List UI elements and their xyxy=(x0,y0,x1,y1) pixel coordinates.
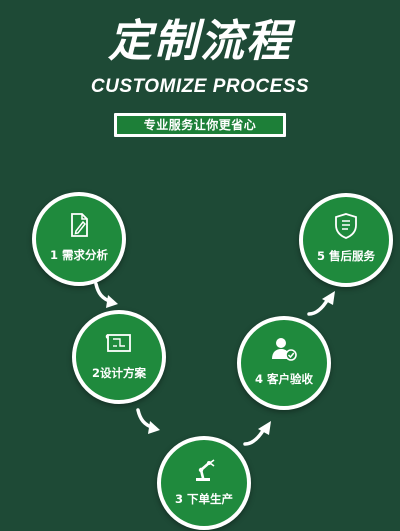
arrow-3-to-4-icon xyxy=(243,421,271,446)
service-badge-text: 专业服务让你更省心 xyxy=(117,116,283,134)
robot-arm-icon xyxy=(196,459,215,481)
page-subtitle: CUSTOMIZE PROCESS xyxy=(90,76,310,97)
step-2-circle[interactable]: 2设计方案 xyxy=(72,310,166,404)
step-5-circle[interactable]: 5 售后服务 xyxy=(299,193,393,287)
step-5-label: 5 售后服务 xyxy=(316,249,375,263)
step-3-label: 3 下单生产 xyxy=(174,492,233,506)
page-title: 定制流程 xyxy=(108,16,292,67)
step-1-label: 1 需求分析 xyxy=(49,248,108,262)
step-3-circle[interactable]: 3 下单生产 xyxy=(157,436,251,530)
after-sales-shield-icon xyxy=(335,213,357,239)
step-4-label: 4 客户验收 xyxy=(254,372,313,386)
user-check-icon xyxy=(272,338,297,361)
step-4-circle[interactable]: 4 客户验收 xyxy=(237,316,331,410)
arrow-4-to-5-icon xyxy=(307,291,335,316)
blueprint-icon xyxy=(105,334,131,352)
step-1-circle[interactable]: 1 需求分析 xyxy=(32,192,126,286)
step-2-label: 2设计方案 xyxy=(91,366,146,380)
service-badge: 专业服务让你更省心 xyxy=(114,113,286,137)
arrow-2-to-3-icon xyxy=(136,408,160,434)
edit-document-icon xyxy=(71,213,88,237)
arrow-1-to-2-icon xyxy=(94,282,118,308)
